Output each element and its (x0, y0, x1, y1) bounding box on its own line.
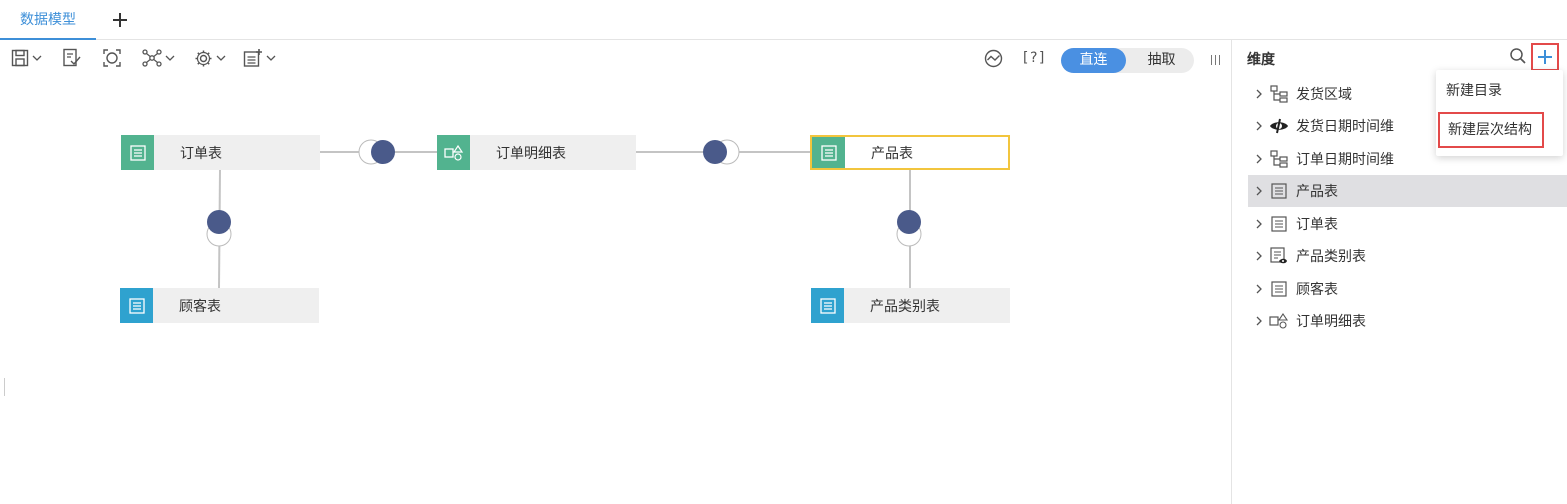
table-icon (1268, 214, 1290, 234)
help-button[interactable]: [?] (1021, 50, 1047, 66)
tree-item[interactable]: 发货日期时间维 (1248, 110, 1567, 142)
menu-item-new-hierarchy[interactable]: 新建层次结构 (1438, 112, 1544, 148)
table-view-icon (1268, 246, 1290, 266)
hierarchy-icon (1268, 84, 1290, 104)
add-dimension-button[interactable] (1531, 43, 1559, 71)
table-icon (1268, 279, 1290, 299)
node-label: 订单明细表 (496, 145, 566, 162)
frame-search-icon (103, 49, 121, 67)
mode-switch: 直连 抽取 (1061, 48, 1194, 73)
tree-item-label: 发货区域 (1296, 87, 1352, 103)
hierarchy-icon (1268, 149, 1290, 169)
extract-mode-button[interactable]: 抽取 (1147, 52, 1176, 68)
tree-item[interactable]: 发货区域 (1248, 78, 1567, 110)
tree-item-label: 产品表 (1296, 184, 1338, 200)
chevron-right-icon[interactable] (1251, 154, 1267, 164)
add-dropdown-menu: 新建目录 新建层次结构 (1436, 70, 1563, 156)
tree-item[interactable]: 订单表 (1248, 208, 1567, 240)
shapes-icon (437, 135, 470, 170)
save-menu-button[interactable] (11, 46, 42, 70)
gear-icon (195, 50, 212, 66)
chevron-right-icon[interactable] (1251, 316, 1267, 326)
relationship-menu-button[interactable] (142, 46, 175, 70)
add-table-icon (243, 49, 262, 67)
table-node[interactable]: 订单表 (121, 135, 320, 170)
settings-menu-button[interactable] (194, 46, 226, 70)
save-icon (11, 49, 29, 67)
tree-item-label: 订单日期时间维 (1296, 152, 1394, 168)
direct-mode-button[interactable]: 直连 (1061, 48, 1126, 73)
check-button[interactable] (62, 46, 82, 70)
document-check-icon (63, 48, 81, 67)
menu-item-new-folder[interactable]: 新建目录 (1446, 83, 1502, 99)
chevron-down-icon (32, 55, 42, 61)
chevron-right-icon[interactable] (1251, 186, 1267, 196)
node-label: 产品表 (871, 145, 913, 162)
tree-item-selected[interactable]: 产品表 (1248, 175, 1567, 207)
node-label: 订单表 (180, 145, 222, 162)
panel-toggle-icon[interactable] (1211, 55, 1221, 65)
table-node[interactable]: 顾客表 (120, 288, 319, 323)
tab-data-model[interactable]: 数据模型 (0, 0, 96, 40)
table-node-selected[interactable]: 产品表 (810, 135, 1010, 170)
chevron-down-icon (266, 55, 276, 61)
chevron-down-icon (165, 55, 175, 61)
join-lines (206, 139, 922, 289)
tree-item[interactable]: 订单明细表 (1248, 305, 1567, 337)
chevron-right-icon[interactable] (1251, 284, 1267, 294)
chevron-right-icon[interactable] (1251, 251, 1267, 261)
tree-item-label: 顾客表 (1296, 282, 1338, 298)
node-label: 产品类别表 (870, 298, 940, 315)
fit-view-button[interactable] (984, 46, 1003, 70)
join-indicator[interactable] (703, 139, 740, 165)
chevron-right-icon[interactable] (1251, 219, 1267, 229)
search-icon[interactable] (1509, 47, 1527, 65)
chevron-down-icon (216, 55, 226, 61)
table-icon (812, 137, 845, 168)
node-label: 顾客表 (179, 298, 221, 315)
canvas-edge-handle (4, 378, 5, 396)
table-node[interactable]: 产品类别表 (811, 288, 1010, 323)
table-node[interactable]: 订单明细表 (437, 135, 636, 170)
shapes-icon (1268, 311, 1290, 331)
tree-item-label: 订单明细表 (1296, 314, 1366, 330)
join-indicator[interactable] (896, 210, 922, 247)
chart-circle-icon (984, 49, 1003, 67)
add-tab-icon[interactable] (108, 8, 132, 32)
tab-bar: 数据模型 (0, 0, 1567, 40)
add-table-menu-button[interactable] (243, 46, 276, 70)
tree-item-label: 发货日期时间维 (1296, 119, 1394, 135)
tree-item[interactable]: 顾客表 (1248, 273, 1567, 305)
eye-icon (1268, 116, 1290, 136)
join-indicator[interactable] (358, 139, 395, 165)
table-icon (121, 135, 154, 170)
table-icon (811, 288, 844, 323)
tree-item-label: 订单表 (1296, 217, 1338, 233)
network-icon (142, 49, 162, 67)
table-icon (120, 288, 153, 323)
tree-item[interactable]: 产品类别表 (1248, 240, 1567, 272)
join-indicator[interactable] (206, 210, 232, 247)
tree-item-label: 产品类别表 (1296, 249, 1366, 265)
chevron-right-icon[interactable] (1251, 121, 1267, 131)
tree-item[interactable]: 订单日期时间维 (1248, 143, 1567, 175)
chevron-right-icon[interactable] (1251, 89, 1267, 99)
table-icon (1268, 181, 1290, 201)
preview-button[interactable] (102, 46, 122, 70)
panel-title: 维度 (1247, 52, 1275, 68)
panel-divider[interactable] (1231, 40, 1232, 504)
